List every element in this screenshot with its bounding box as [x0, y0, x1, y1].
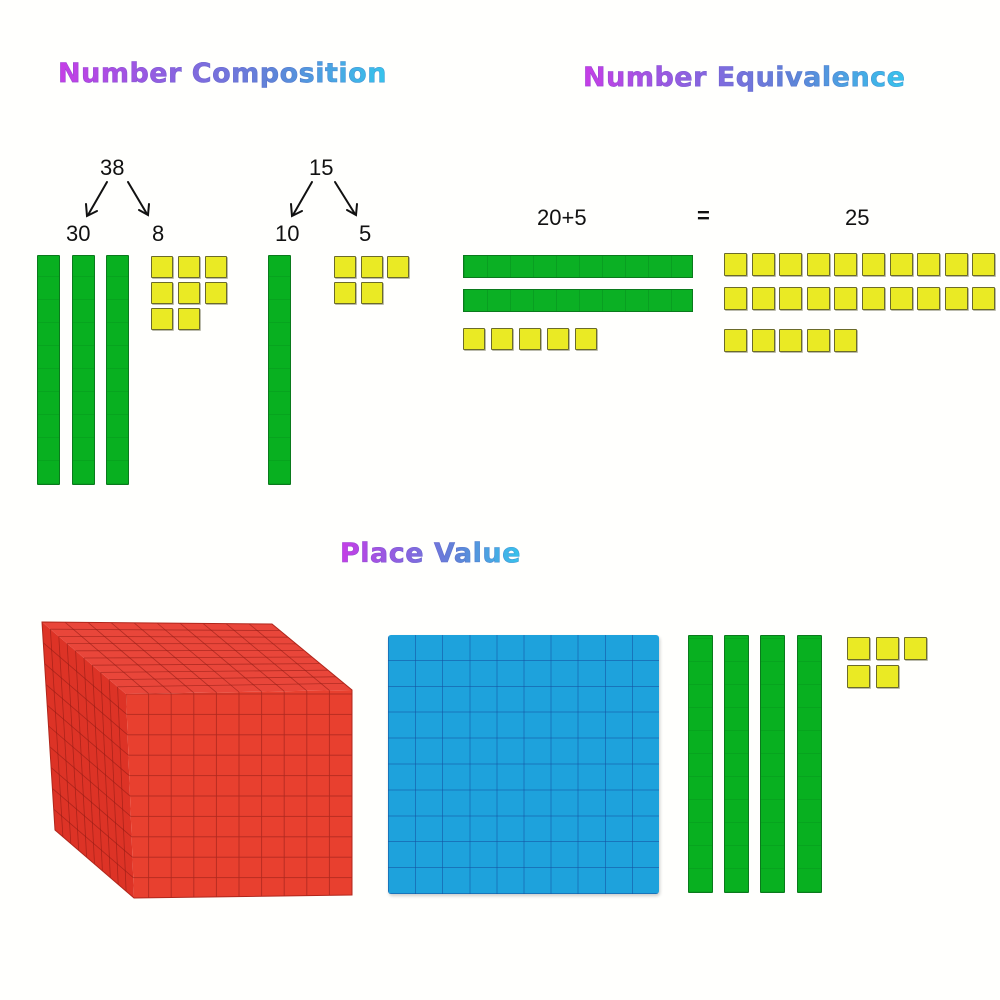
left-expression: 20+5 — [537, 205, 587, 230]
unit-cube — [779, 329, 803, 352]
ten-rod — [724, 635, 749, 893]
unit-cube — [724, 287, 747, 310]
hundred-flat — [388, 635, 659, 894]
tens-number: 10 — [275, 221, 300, 246]
unit-cube — [519, 328, 541, 350]
unit-cube — [904, 637, 927, 660]
unit-cube — [463, 328, 485, 350]
unit-cube — [205, 282, 227, 304]
unit-cube — [151, 256, 173, 278]
equals-sign: = — [697, 203, 710, 228]
right-value: 25 — [845, 205, 870, 230]
unit-cube — [151, 282, 173, 304]
unit-cube — [334, 256, 356, 278]
unit-cube — [876, 637, 899, 660]
unit-cube — [834, 253, 858, 276]
unit-cube — [387, 256, 409, 278]
place-value-title: Place Value — [340, 538, 521, 570]
unit-cube — [806, 253, 830, 276]
unit-cube — [751, 253, 775, 276]
unit-cube — [151, 308, 173, 330]
unit-cube — [806, 287, 830, 310]
unit-cube — [972, 253, 996, 276]
unit-cube — [847, 665, 870, 688]
ten-rod — [106, 255, 129, 485]
unit-cube — [178, 308, 200, 330]
ones-number: 5 — [359, 221, 372, 246]
number-composition-title: Number Composition — [58, 58, 387, 90]
unit-cube — [834, 329, 858, 352]
ones-number: 8 — [152, 221, 165, 246]
unit-cube — [862, 253, 885, 276]
ten-rod — [268, 255, 291, 485]
unit-cube — [889, 287, 913, 310]
unit-cube — [917, 287, 941, 310]
unit-cube — [751, 329, 775, 352]
unit-cube — [944, 253, 968, 276]
ten-rod — [688, 635, 713, 893]
thousand-cube — [41, 621, 353, 899]
unit-cube — [806, 329, 830, 352]
ten-rod — [760, 635, 785, 893]
unit-cube — [751, 287, 775, 310]
ten-rod — [37, 255, 60, 485]
unit-cube — [917, 253, 941, 276]
ten-rod-horizontal — [463, 289, 693, 312]
unit-cube — [178, 256, 200, 278]
unit-cube — [361, 282, 383, 304]
split-arrows-icon — [85, 181, 150, 218]
ten-rod — [797, 635, 822, 893]
unit-cube — [847, 637, 870, 660]
unit-cube — [834, 287, 858, 310]
number-equivalence-title: Number Equivalence — [583, 62, 906, 94]
unit-cube — [862, 287, 885, 310]
tens-number: 30 — [66, 221, 91, 246]
total-number: 38 — [100, 155, 125, 180]
unit-cube — [575, 328, 597, 350]
split-arrows-icon — [290, 181, 358, 218]
total-number: 15 — [309, 155, 334, 180]
unit-cube — [724, 253, 747, 276]
unit-cube — [972, 287, 996, 310]
unit-cube — [334, 282, 356, 304]
unit-cube — [491, 328, 513, 350]
unit-cube — [724, 329, 747, 352]
unit-cube — [779, 287, 803, 310]
unit-cube — [889, 253, 913, 276]
unit-cube — [205, 256, 227, 278]
ten-rod-horizontal — [463, 255, 693, 278]
unit-cube — [944, 287, 968, 310]
ten-rod — [72, 255, 95, 485]
unit-cube — [876, 665, 899, 688]
unit-cube — [178, 282, 200, 304]
unit-cube — [361, 256, 383, 278]
unit-cube — [547, 328, 569, 350]
unit-cube — [779, 253, 803, 276]
